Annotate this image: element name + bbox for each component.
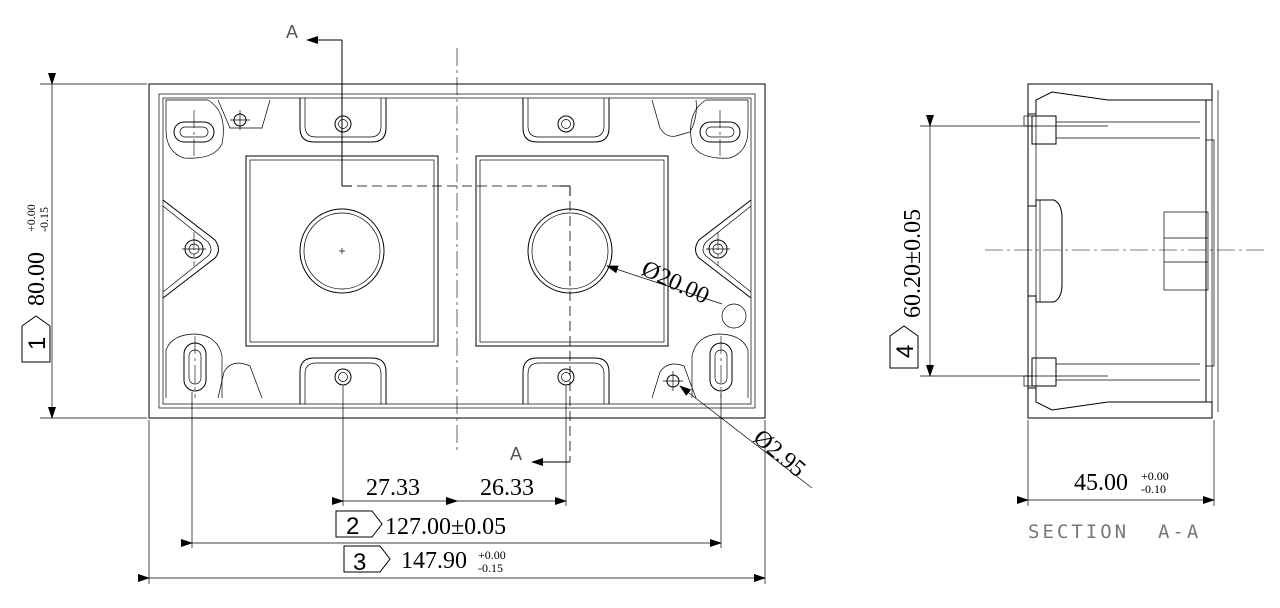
height-label: 80.00 [24, 252, 50, 306]
boss-diameter-label: Ø20.00 [637, 256, 713, 310]
bottom-tab-right [522, 357, 610, 404]
hole-spacing-label: 127.00±0.05 [385, 514, 506, 540]
slot-bottom-right [691, 333, 749, 398]
svg-text:1: 1 [24, 337, 51, 350]
balloon-3: 3 [343, 545, 391, 576]
svg-text:4: 4 [892, 345, 919, 358]
small-boss [721, 303, 747, 329]
slot-top-left [165, 99, 224, 159]
hole-bottom-right [651, 363, 697, 399]
svg-text:2: 2 [346, 513, 359, 540]
width-label: 147.90 [401, 548, 467, 574]
width-tol-upper: +0.00 [478, 548, 506, 562]
offset-right-label: 26.33 [480, 475, 534, 501]
hole-top-left [217, 99, 271, 130]
balloon-2: 2 [335, 510, 383, 540]
height-tol-lower: -0.15 [37, 207, 51, 232]
front-view [40, 36, 813, 584]
left-boss [299, 208, 385, 294]
hole-diameter-label: Ø2.95 [748, 425, 810, 483]
top-tab-right [522, 98, 610, 143]
slot-top-right [690, 99, 749, 159]
svg-text:3: 3 [353, 549, 366, 576]
section-mark-bottom: A [510, 444, 522, 464]
balloon-1: 1 [21, 315, 51, 363]
height-tol-upper: +0.00 [24, 204, 38, 232]
depth-tol-lower: -0.10 [1141, 482, 1166, 496]
side-notch-left [162, 199, 219, 299]
section-view [920, 83, 1264, 506]
section-mark-top: A [286, 22, 298, 42]
depth-tol-upper: +0.00 [1141, 469, 1169, 483]
height-label-group: 80.00 +0.00 -0.15 [24, 204, 51, 306]
depth-label: 45.00 [1074, 470, 1128, 496]
section-height-label: 60.20±0.05 [900, 209, 926, 318]
width-tol-lower: -0.15 [478, 561, 503, 575]
slot-bottom-left [165, 333, 223, 398]
section-title: SECTION A-A [1028, 521, 1201, 543]
side-notch-right [695, 199, 752, 299]
right-window [475, 155, 669, 347]
offset-left-label: 27.33 [366, 475, 420, 501]
top-tab-left [299, 98, 387, 143]
section-path [306, 36, 571, 466]
balloon-4: 4 [889, 325, 919, 369]
bottom-tab-left [299, 357, 387, 404]
